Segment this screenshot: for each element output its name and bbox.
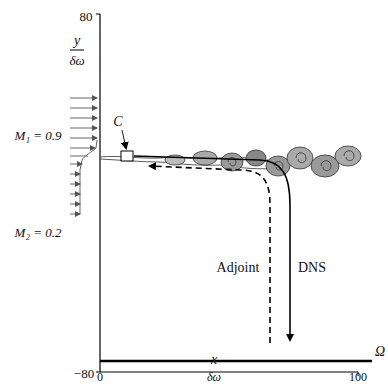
y-axis: [99, 14, 100, 372]
mixing-layer-vortices: [100, 146, 361, 177]
control-region: [121, 151, 133, 161]
axis-label: δω: [207, 371, 221, 383]
axis-tick-label: −80: [74, 367, 94, 380]
axis-label: y: [74, 34, 80, 48]
inflow-label: M₁ = 0.9: [15, 129, 62, 142]
arrow-label: Adjoint: [217, 261, 260, 275]
arrow-label: DNS: [298, 261, 326, 275]
axis-label: δω: [69, 54, 84, 67]
x-axis: [100, 372, 358, 373]
leader-line: [122, 130, 126, 148]
inflow-label: M₂ = 0.2: [15, 226, 62, 239]
adjoint-arrow: [150, 166, 270, 343]
region-label: C: [113, 115, 122, 129]
velocity-profile: [70, 98, 97, 214]
tick: [96, 14, 100, 15]
axis-label: x: [211, 353, 217, 367]
axis-tick-label: 80: [80, 10, 93, 23]
dns-arrow: [134, 156, 290, 340]
fraction-bar: [70, 50, 84, 51]
axis-tick-label: 0: [97, 371, 103, 383]
boundary-label: Ω: [375, 345, 385, 359]
axis-tick-label: 100: [349, 371, 367, 383]
boundary-line: [100, 360, 372, 363]
